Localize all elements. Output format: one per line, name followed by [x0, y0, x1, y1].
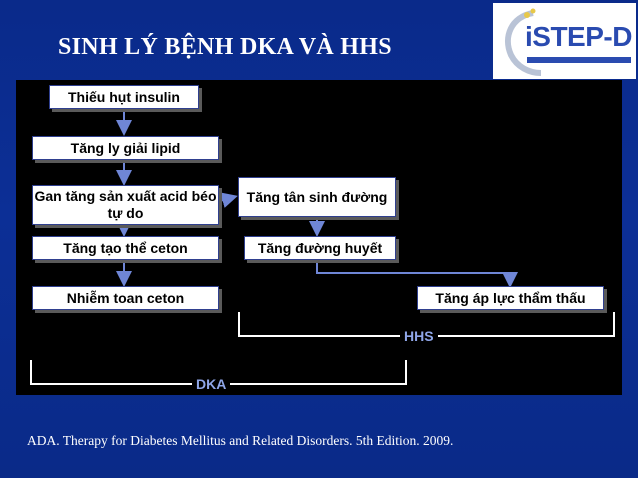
citation: ADA. Therapy for Diabetes Mellitus and R…	[27, 433, 454, 448]
logo-swoosh-icon	[504, 8, 542, 76]
logo-tagline	[527, 57, 631, 63]
slide-title: SINH LÝ BỆNH DKA VÀ HHS	[58, 34, 392, 60]
logo-wordmark: iSTEP-D	[525, 21, 632, 52]
box-insulin-deficiency: Thiếu hụt insulin	[49, 85, 199, 109]
box-gluconeogenesis: Tăng tân sinh đường	[238, 177, 396, 217]
pathophysiology-diagram: Thiếu hụt insulin Tăng ly giải lipid Gan…	[16, 80, 622, 395]
box-ketoacidosis: Nhiễm toan ceton	[32, 286, 219, 310]
istep-d-logo: iSTEP-D	[493, 3, 636, 79]
box-lipolysis: Tăng ly giải lipid	[32, 136, 219, 160]
arrow-hyperglycemia-to-hyperosmolality	[316, 260, 518, 288]
dka-label: DKA	[192, 376, 231, 392]
hhs-label: HHS	[400, 328, 438, 344]
box-ketone-production: Tăng tạo thể ceton	[32, 236, 219, 260]
box-liver-fatty-acid: Gan tăng sản xuất acid béo tự do	[32, 185, 219, 225]
box-hyperosmolality: Tăng áp lực thẩm thấu	[417, 286, 604, 310]
box-hyperglycemia: Tăng đường huyết	[244, 236, 396, 260]
arrow-liver-to-gluconeogenesis	[215, 192, 238, 208]
